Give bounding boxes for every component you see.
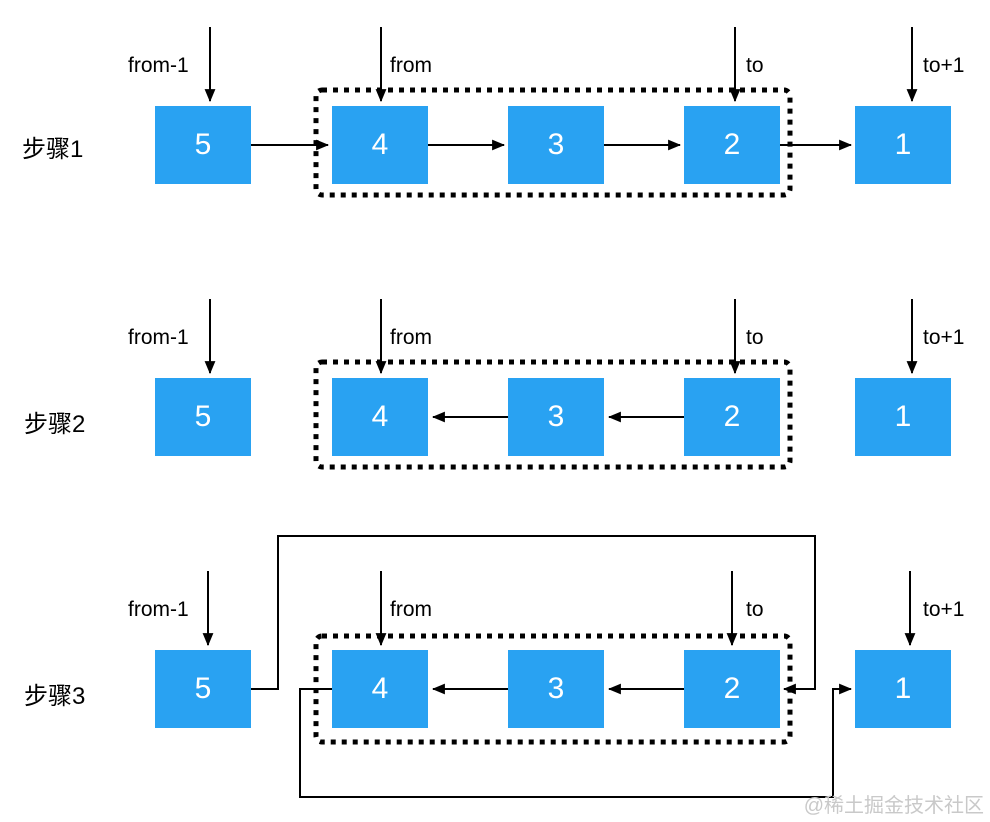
- node-4-step2: 4: [332, 378, 428, 456]
- pointer-label-to-plus-1-step2: to+1: [923, 326, 965, 349]
- pointer-label-to-step1: to: [746, 54, 764, 77]
- pointer-label-from-step1: from: [390, 54, 432, 77]
- node-1-step2: 1: [855, 378, 951, 456]
- node-1-step1: 1: [855, 106, 951, 184]
- node-2-step1: 2: [684, 106, 780, 184]
- node-3-step3: 3: [508, 650, 604, 728]
- node-1-step3: 1: [855, 650, 951, 728]
- pointer-label-to-plus-1-step3: to+1: [923, 598, 965, 621]
- node-5-step2: 5: [155, 378, 251, 456]
- edge-5-to-2-step3: [251, 535, 816, 695]
- node-4-step3: 4: [332, 650, 428, 728]
- pointer-label-from-step2: from: [390, 326, 432, 349]
- pointer-label-from-1-step2: from-1: [128, 326, 189, 349]
- node-2-step3: 2: [684, 650, 780, 728]
- sublist-border-step2: [313, 359, 793, 470]
- node-5-step3: 5: [155, 650, 251, 728]
- sublist-border-step1: [313, 87, 793, 198]
- pointer-label-to-step3: to: [746, 598, 764, 621]
- step-3-label: 步骤3: [24, 683, 86, 710]
- node-3-step2: 3: [508, 378, 604, 456]
- node-4-step1: 4: [332, 106, 428, 184]
- pointer-label-from-step3: from: [390, 598, 432, 621]
- pointer-label-from-1-step1: from-1: [128, 54, 189, 77]
- node-5-step1: 5: [155, 106, 251, 184]
- watermark-text: @稀土掘金技术社区: [803, 795, 984, 817]
- node-3-step1: 3: [508, 106, 604, 184]
- pointer-label-to-step2: to: [746, 326, 764, 349]
- step-2-label: 步骤2: [24, 411, 86, 438]
- edge-4-to-1-step3: [299, 683, 853, 798]
- node-2-step2: 2: [684, 378, 780, 456]
- pointer-label-to-plus-1-step1: to+1: [923, 54, 965, 77]
- step-1-label: 步骤1: [22, 136, 84, 163]
- pointer-label-from-1-step3: from-1: [128, 598, 189, 621]
